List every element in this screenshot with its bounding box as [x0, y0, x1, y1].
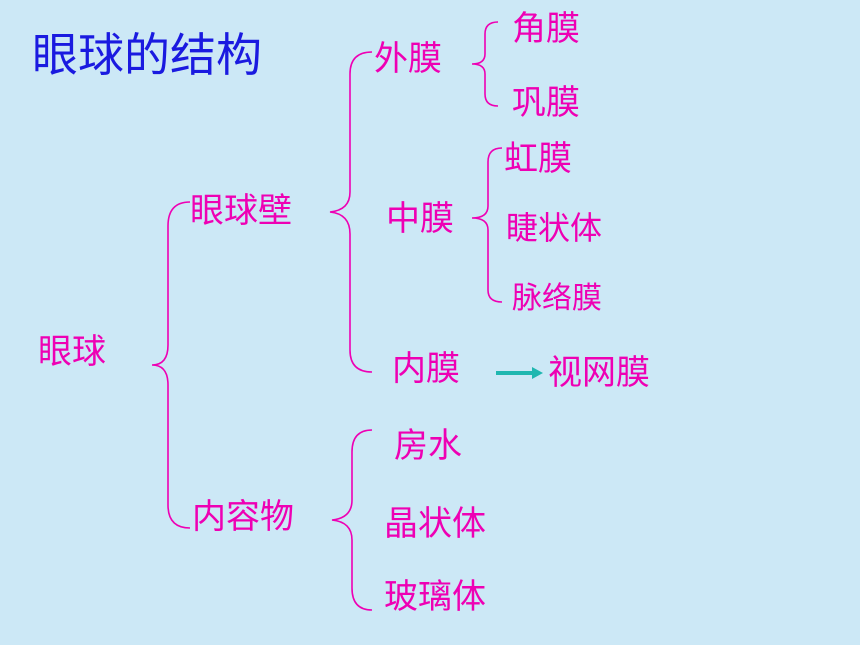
- root-bracket: [151, 201, 191, 529]
- node-sclera: 巩膜: [512, 83, 580, 123]
- node-eyeball-wall: 眼球壁: [190, 191, 292, 231]
- node-contents: 内容物: [192, 497, 294, 537]
- node-outer-membrane: 外膜: [374, 39, 442, 79]
- inner-arrow-head: [532, 367, 543, 379]
- node-iris: 虹膜: [504, 139, 572, 179]
- node-cornea: 角膜: [512, 9, 580, 49]
- node-aqueous-humor: 房水: [394, 426, 462, 466]
- middle-bracket: [471, 147, 503, 303]
- outer-bracket: [471, 21, 499, 107]
- node-middle-membrane: 中膜: [386, 199, 454, 239]
- node-vitreous-body: 玻璃体: [384, 577, 486, 617]
- contents-bracket: [331, 429, 373, 611]
- node-lens: 晶状体: [384, 504, 486, 544]
- node-choroid: 脉络膜: [512, 281, 602, 316]
- node-ciliary-body: 睫状体: [506, 209, 603, 247]
- node-eyeball: 眼球: [38, 332, 106, 372]
- node-retina: 视网膜: [548, 353, 650, 393]
- node-inner-membrane: 内膜: [392, 349, 460, 389]
- page-title: 眼球的结构: [32, 28, 262, 82]
- wall-bracket: [329, 51, 373, 373]
